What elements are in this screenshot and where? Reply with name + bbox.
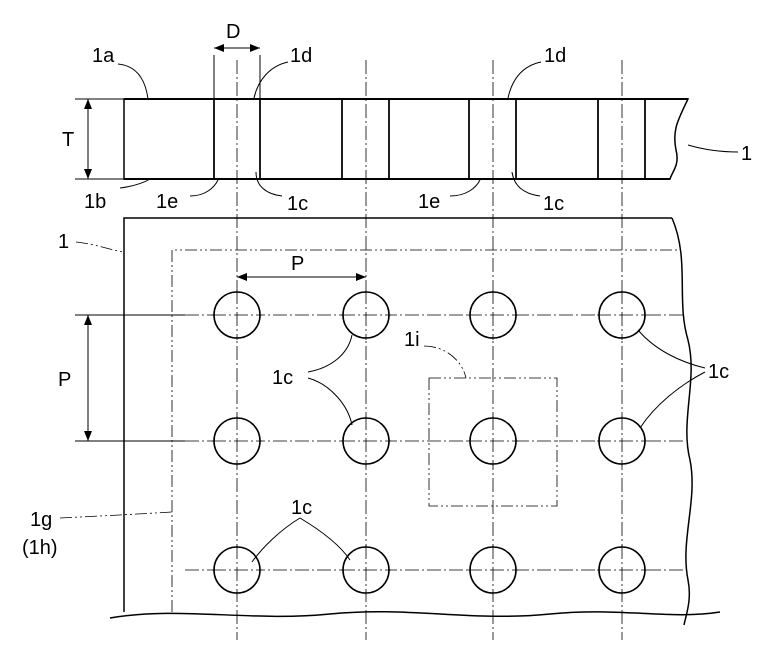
section-hole-walls	[214, 99, 645, 179]
hole-grid	[214, 292, 645, 593]
plan-view: P P	[22, 218, 729, 625]
section-hatched-blocks	[124, 99, 688, 179]
section-block	[389, 99, 469, 179]
label-1i: 1i	[404, 329, 420, 351]
plate-outline	[124, 218, 672, 612]
label-1d-right: 1d	[544, 45, 566, 67]
label-1c-mid-left: 1c	[272, 367, 293, 389]
label-1c-section-right: 1c	[543, 193, 564, 215]
dimension-P-horizontal: P	[237, 253, 366, 281]
section-block	[260, 99, 342, 179]
hole-centerlines-vertical	[237, 60, 622, 640]
plan-leaders	[60, 242, 705, 562]
label-1e-left: 1e	[156, 191, 178, 213]
dimension-P-horizontal-label: P	[291, 253, 304, 275]
dimension-T-label: T	[62, 129, 74, 151]
plate-bottom-break	[110, 612, 720, 618]
dimension-P-vertical-label: P	[58, 369, 71, 391]
label-1c-section-left: 1c	[287, 193, 308, 215]
section-block	[516, 99, 598, 179]
label-1h: (1h)	[22, 537, 58, 559]
dimension-P-vertical: P	[58, 315, 185, 441]
label-1a: 1a	[92, 45, 115, 67]
section-block-broken	[645, 99, 688, 179]
label-1-section: 1	[741, 143, 752, 165]
label-1c-right: 1c	[708, 361, 729, 383]
dimension-T: T	[62, 99, 124, 179]
label-1b: 1b	[84, 191, 106, 213]
label-1-plan: 1	[58, 231, 69, 253]
label-1c-bottom: 1c	[291, 497, 312, 519]
plate-right-break	[672, 218, 692, 625]
section-block	[124, 99, 214, 179]
label-1g: 1g	[30, 509, 52, 531]
dimension-D-label: D	[226, 21, 240, 43]
label-1d-left: 1d	[290, 45, 312, 67]
hole-center-marks	[212, 290, 647, 595]
label-1e-right: 1e	[418, 191, 440, 213]
